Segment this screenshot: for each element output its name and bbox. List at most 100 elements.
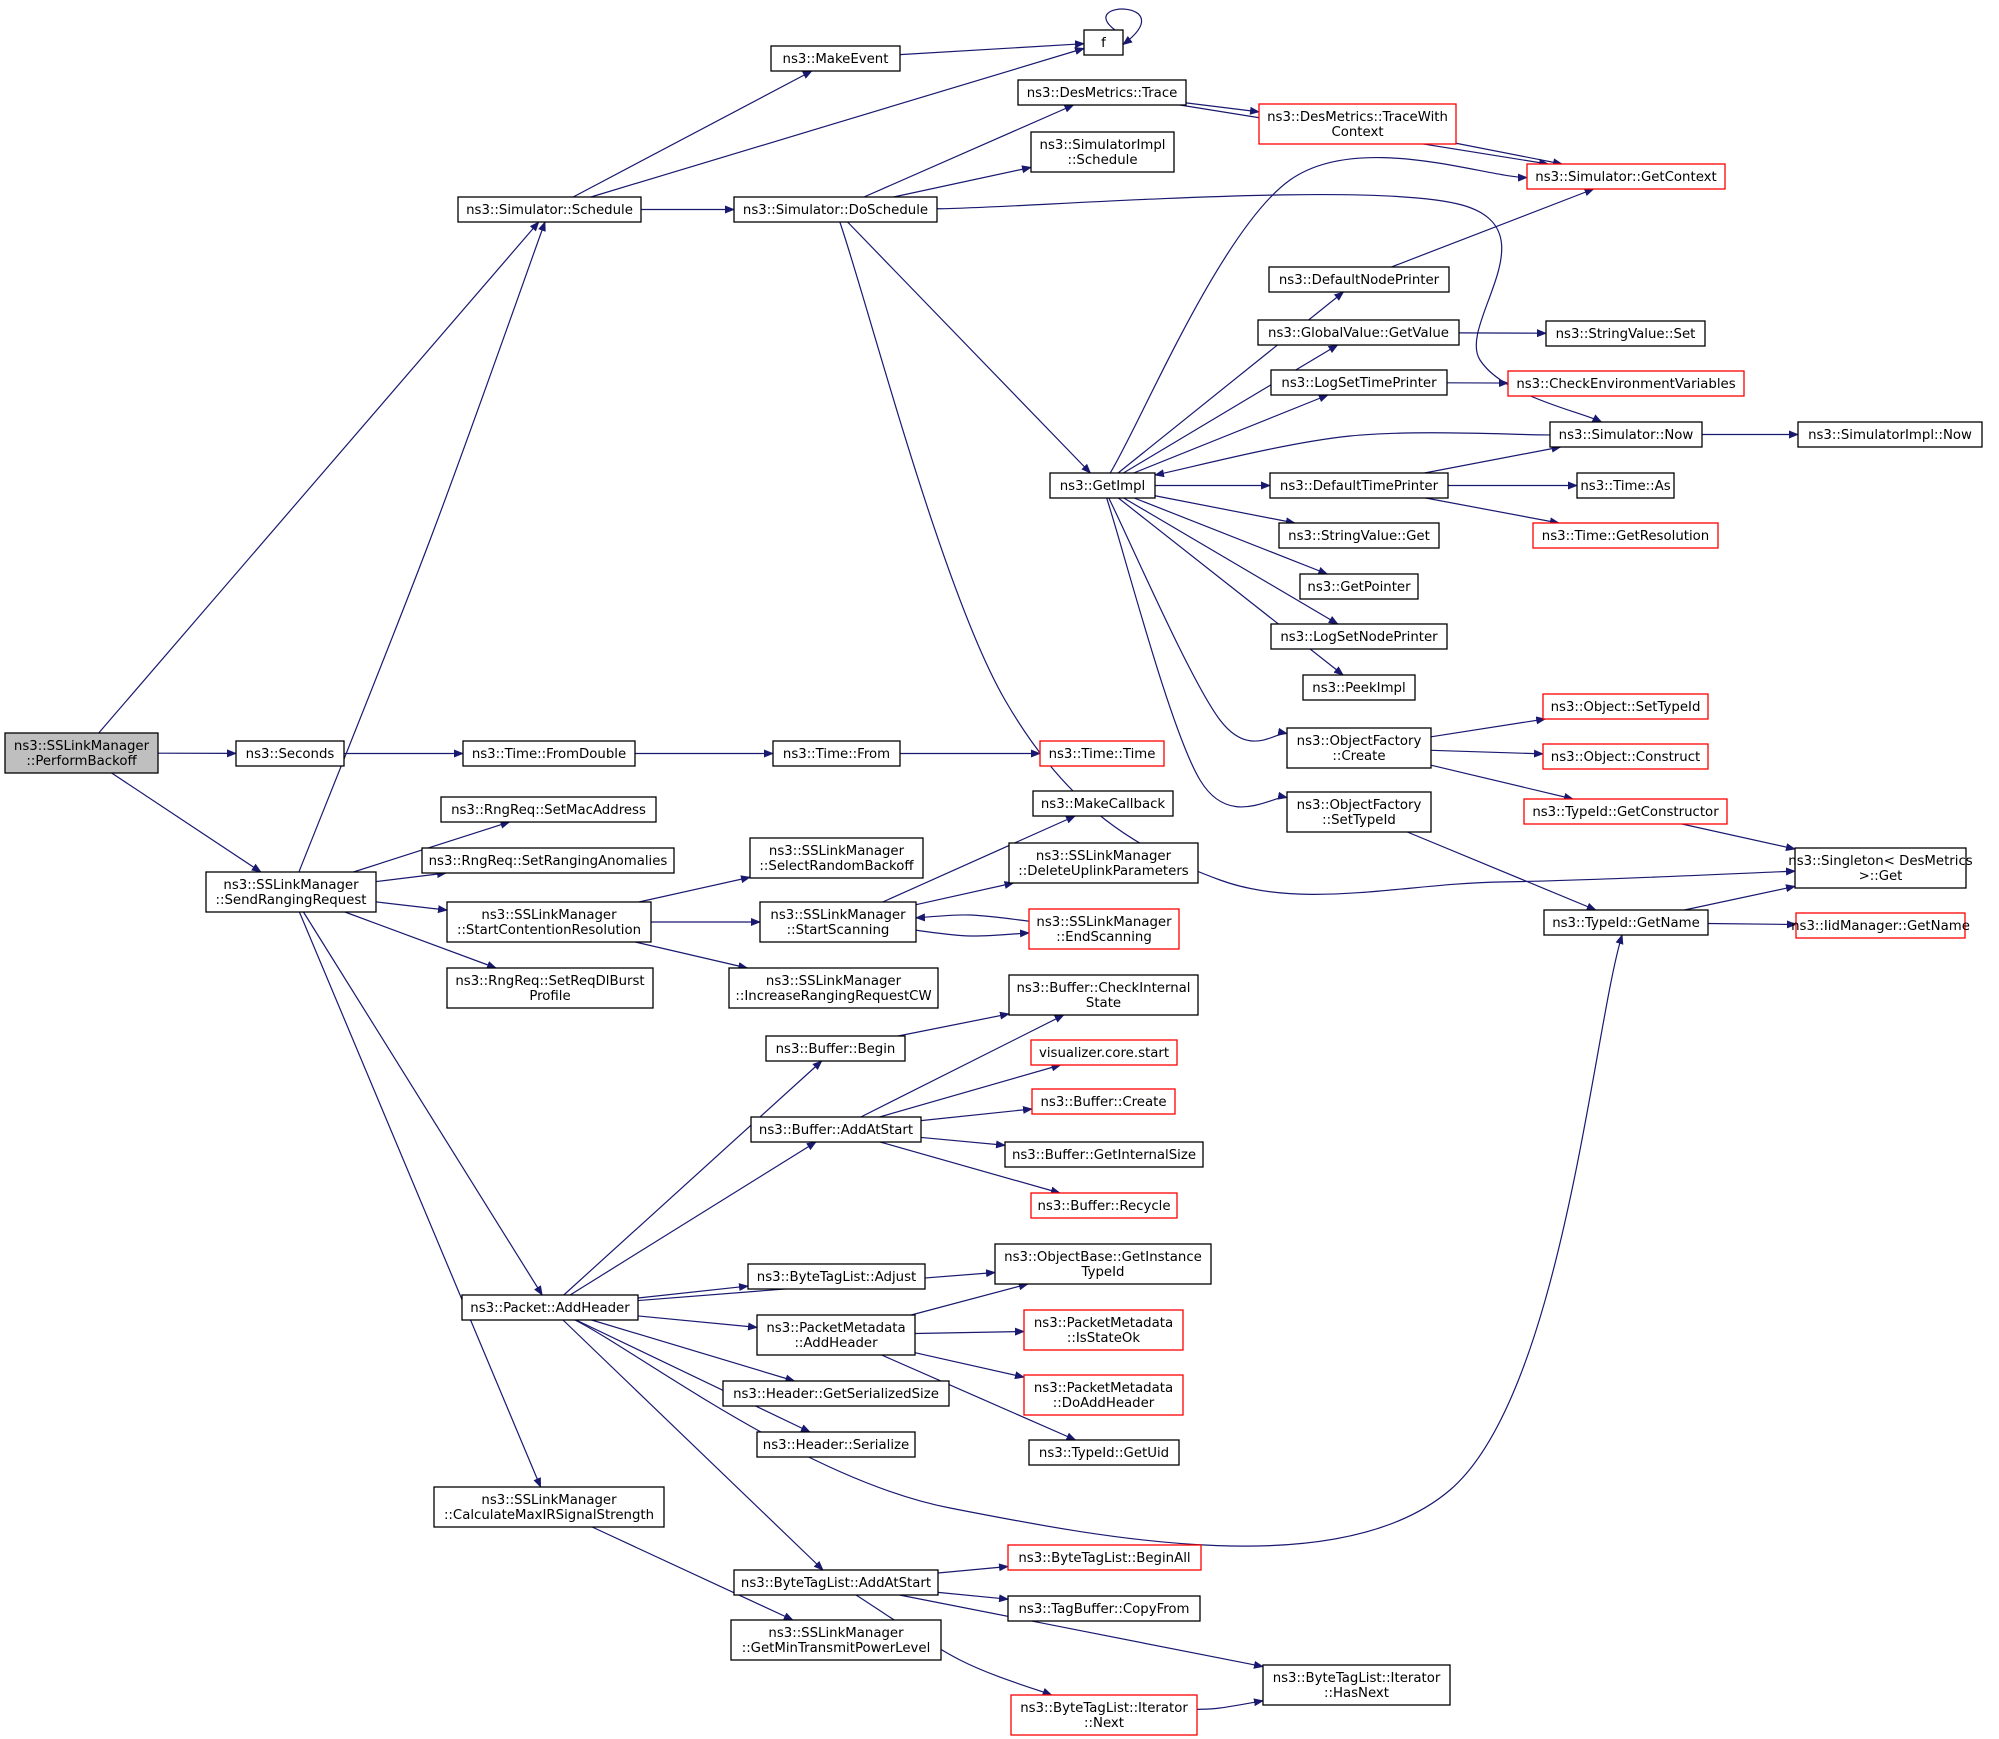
function-node-f[interactable]: f: [1083, 29, 1124, 56]
function-node-box: [1545, 320, 1706, 347]
function-node-timeas[interactable]: ns3::Time::As: [1576, 472, 1675, 499]
function-node-schedule[interactable]: ns3::Simulator::Schedule: [457, 196, 642, 223]
function-node-label: ::EndScanning: [1056, 930, 1152, 945]
function-node-iternext[interactable]: ns3::ByteTagList::Iterator::Next: [1010, 1694, 1198, 1736]
function-node-box: [1542, 743, 1709, 770]
function-node-box: [1543, 909, 1709, 936]
function-node-pmdoaddheader[interactable]: ns3::PacketMetadata::DoAddHeader: [1023, 1374, 1184, 1416]
function-node-typeidgetuid[interactable]: ns3::TypeId::GetUid: [1028, 1439, 1180, 1466]
function-node-objconstruct[interactable]: ns3::Object::Construct: [1542, 743, 1709, 770]
function-node-label: ns3::Simulator::Schedule: [466, 203, 633, 218]
function-node-objsettypeid[interactable]: ns3::Object::SetTypeId: [1542, 693, 1709, 720]
function-node-box: [1030, 1039, 1178, 1066]
function-node-increaseranging[interactable]: ns3::SSLinkManager::IncreaseRangingReque…: [728, 967, 939, 1009]
function-node-bufrecycle[interactable]: ns3::Buffer::Recycle: [1030, 1192, 1178, 1219]
function-node-selectrandom[interactable]: ns3::SSLinkManager::SelectRandomBackoff: [749, 837, 924, 879]
function-node-iidgetname[interactable]: ns3::IidManager::GetName: [1791, 912, 1970, 939]
function-node-ofcreate[interactable]: ns3::ObjectFactory::Create: [1286, 727, 1432, 769]
function-node-makeevent[interactable]: ns3::MakeEvent: [770, 45, 901, 72]
function-node-startscanning[interactable]: ns3::SSLinkManager::StartScanning: [759, 901, 917, 943]
function-node-label: ns3::Simulator::DoSchedule: [743, 203, 928, 218]
function-node-sendranging[interactable]: ns3::SSLinkManager::SendRangingRequest: [205, 871, 377, 913]
function-node-box: [733, 1569, 939, 1596]
function-node-simimplnow[interactable]: ns3::SimulatorImpl::Now: [1797, 421, 1983, 448]
function-node-setmac[interactable]: ns3::RngReq::SetMacAddress: [440, 796, 657, 823]
function-node-singletonget[interactable]: ns3::Singleton< DesMetrics >::Get: [1788, 847, 1973, 889]
function-node-root[interactable]: ns3::SSLinkManager::PerformBackoff: [4, 732, 159, 774]
function-node-getmintx[interactable]: ns3::SSLinkManager::GetMinTransmitPowerL…: [730, 1619, 942, 1661]
function-node-label: ::CalculateMaxIRSignalStrength: [444, 1508, 654, 1523]
function-node-iterhasnext[interactable]: ns3::ByteTagList::Iterator::HasNext: [1262, 1664, 1451, 1706]
function-node-pmisstateok[interactable]: ns3::PacketMetadata::IsStateOk: [1023, 1309, 1184, 1351]
call-edge-startscanning-to-endscanning: [915, 929, 1030, 938]
function-node-getcontext[interactable]: ns3::Simulator::GetContext: [1526, 163, 1726, 190]
function-node-setranganom[interactable]: ns3::RngReq::SetRangingAnomalies: [421, 847, 675, 874]
function-node-doschedule[interactable]: ns3::Simulator::DoSchedule: [733, 196, 938, 223]
function-node-deleteuplink[interactable]: ns3::SSLinkManager::DeleteUplinkParamete…: [1008, 842, 1199, 884]
call-edge-sendranging-to-setreqdl: [344, 911, 497, 969]
call-edge-sendranging-to-packetaddheader: [302, 911, 543, 1296]
function-node-seconds[interactable]: ns3::Seconds: [235, 740, 345, 767]
function-node-box: [1049, 472, 1156, 499]
call-edge-doschedule-to-desmetricstrace: [863, 104, 1075, 198]
function-node-peekimpl[interactable]: ns3::PeekImpl: [1302, 674, 1416, 701]
function-node-fromdouble[interactable]: ns3::Time::FromDouble: [462, 740, 636, 767]
function-node-vizstart[interactable]: visualizer.core.start: [1030, 1039, 1178, 1066]
call-edge-typeidgetname-to-iidgetname: [1707, 920, 1797, 929]
function-node-simimplschedule[interactable]: ns3::SimulatorImpl::Schedule: [1030, 131, 1175, 173]
call-edge-getimpl-to-getcontext: [1109, 156, 1528, 474]
function-node-makecallback[interactable]: ns3::MakeCallback: [1032, 790, 1174, 817]
function-node-desmetricstrace[interactable]: ns3::DesMetrics::Trace: [1017, 79, 1187, 106]
function-node-packetaddheader[interactable]: ns3::Packet::AddHeader: [461, 1294, 639, 1321]
call-edge-endscanning-to-startscanning: [915, 913, 1030, 922]
function-node-calcmaxir[interactable]: ns3::SSLinkManager::CalculateMaxIRSignal…: [433, 1486, 665, 1528]
function-node-bufinternalsize[interactable]: ns3::Buffer::GetInternalSize: [1004, 1141, 1204, 1168]
function-node-box: [1507, 370, 1745, 397]
function-node-btladjust[interactable]: ns3::ByteTagList::Adjust: [747, 1263, 926, 1290]
function-node-bufcreate[interactable]: ns3::Buffer::Create: [1031, 1088, 1176, 1115]
call-edge-root-to-sendranging: [111, 772, 262, 873]
call-edge-bufbegin-to-checkinternal: [897, 1011, 1010, 1037]
function-node-label: ns3::Header::GetSerializedSize: [733, 1387, 939, 1402]
function-node-bufaddatstart[interactable]: ns3::Buffer::AddAtStart: [750, 1116, 922, 1143]
function-node-btladdatstart[interactable]: ns3::ByteTagList::AddAtStart: [733, 1569, 939, 1596]
function-node-headerserialize[interactable]: ns3::Header::Serialize: [756, 1431, 916, 1458]
function-node-box: [1017, 79, 1187, 106]
function-node-label: ns3::ObjectBase::GetInstance: [1004, 1250, 1202, 1265]
function-node-pmaddheader[interactable]: ns3::PacketMetadata::AddHeader: [756, 1314, 916, 1356]
function-node-label: ns3::RngReq::SetRangingAnomalies: [429, 854, 668, 869]
function-node-getpointer[interactable]: ns3::GetPointer: [1299, 573, 1419, 600]
function-node-label: ns3::Buffer::AddAtStart: [759, 1123, 913, 1138]
function-node-box: [1269, 472, 1449, 499]
function-node-label: ns3::MakeEvent: [783, 52, 889, 67]
function-node-getresolution[interactable]: ns3::Time::GetResolution: [1532, 522, 1719, 549]
function-node-getimpl[interactable]: ns3::GetImpl: [1049, 472, 1156, 499]
function-node-globalgetvalue[interactable]: ns3::GlobalValue::GetValue: [1257, 319, 1460, 346]
function-node-stringvalueset[interactable]: ns3::StringValue::Set: [1545, 320, 1706, 347]
function-node-endscanning[interactable]: ns3::SSLinkManager::EndScanning: [1028, 908, 1180, 950]
function-node-label: ns3::StringValue::Get: [1288, 529, 1430, 544]
call-edge-ofsettypeid-to-typeidgetname: [1407, 831, 1597, 911]
function-node-stringvalueget[interactable]: ns3::StringValue::Get: [1278, 522, 1440, 549]
call-edge-bufaddatstart-to-vizstart: [879, 1063, 1062, 1118]
function-node-getserializedsize[interactable]: ns3::Header::GetSerializedSize: [722, 1380, 950, 1407]
function-node-timefrom[interactable]: ns3::Time::From: [772, 740, 901, 767]
function-node-bufbegin[interactable]: ns3::Buffer::Begin: [765, 1035, 906, 1062]
function-node-tagbuffercopy[interactable]: ns3::TagBuffer::CopyFrom: [1007, 1595, 1201, 1622]
function-node-defaultnodeprinter[interactable]: ns3::DefaultNodePrinter: [1268, 266, 1450, 293]
function-node-defaulttimeprinter[interactable]: ns3::DefaultTimePrinter: [1269, 472, 1449, 499]
function-node-startcontention[interactable]: ns3::SSLinkManager::StartContentionResol…: [446, 901, 652, 943]
function-node-getconstructor[interactable]: ns3::TypeId::GetConstructor: [1523, 798, 1728, 825]
function-node-checkenv[interactable]: ns3::CheckEnvironmentVariables: [1507, 370, 1745, 397]
function-node-ofsettypeid[interactable]: ns3::ObjectFactory::SetTypeId: [1286, 791, 1432, 833]
function-node-logsetnodeprinter[interactable]: ns3::LogSetNodePrinter: [1270, 623, 1448, 650]
function-node-typeidgetname[interactable]: ns3::TypeId::GetName: [1543, 909, 1709, 936]
function-node-timetime[interactable]: ns3::Time::Time: [1039, 740, 1165, 767]
function-node-logsettimeprinter[interactable]: ns3::LogSetTimePrinter: [1270, 369, 1448, 396]
function-node-btlbeginall[interactable]: ns3::ByteTagList::BeginAll: [1007, 1544, 1202, 1571]
function-node-simnow[interactable]: ns3::Simulator::Now: [1549, 421, 1703, 448]
